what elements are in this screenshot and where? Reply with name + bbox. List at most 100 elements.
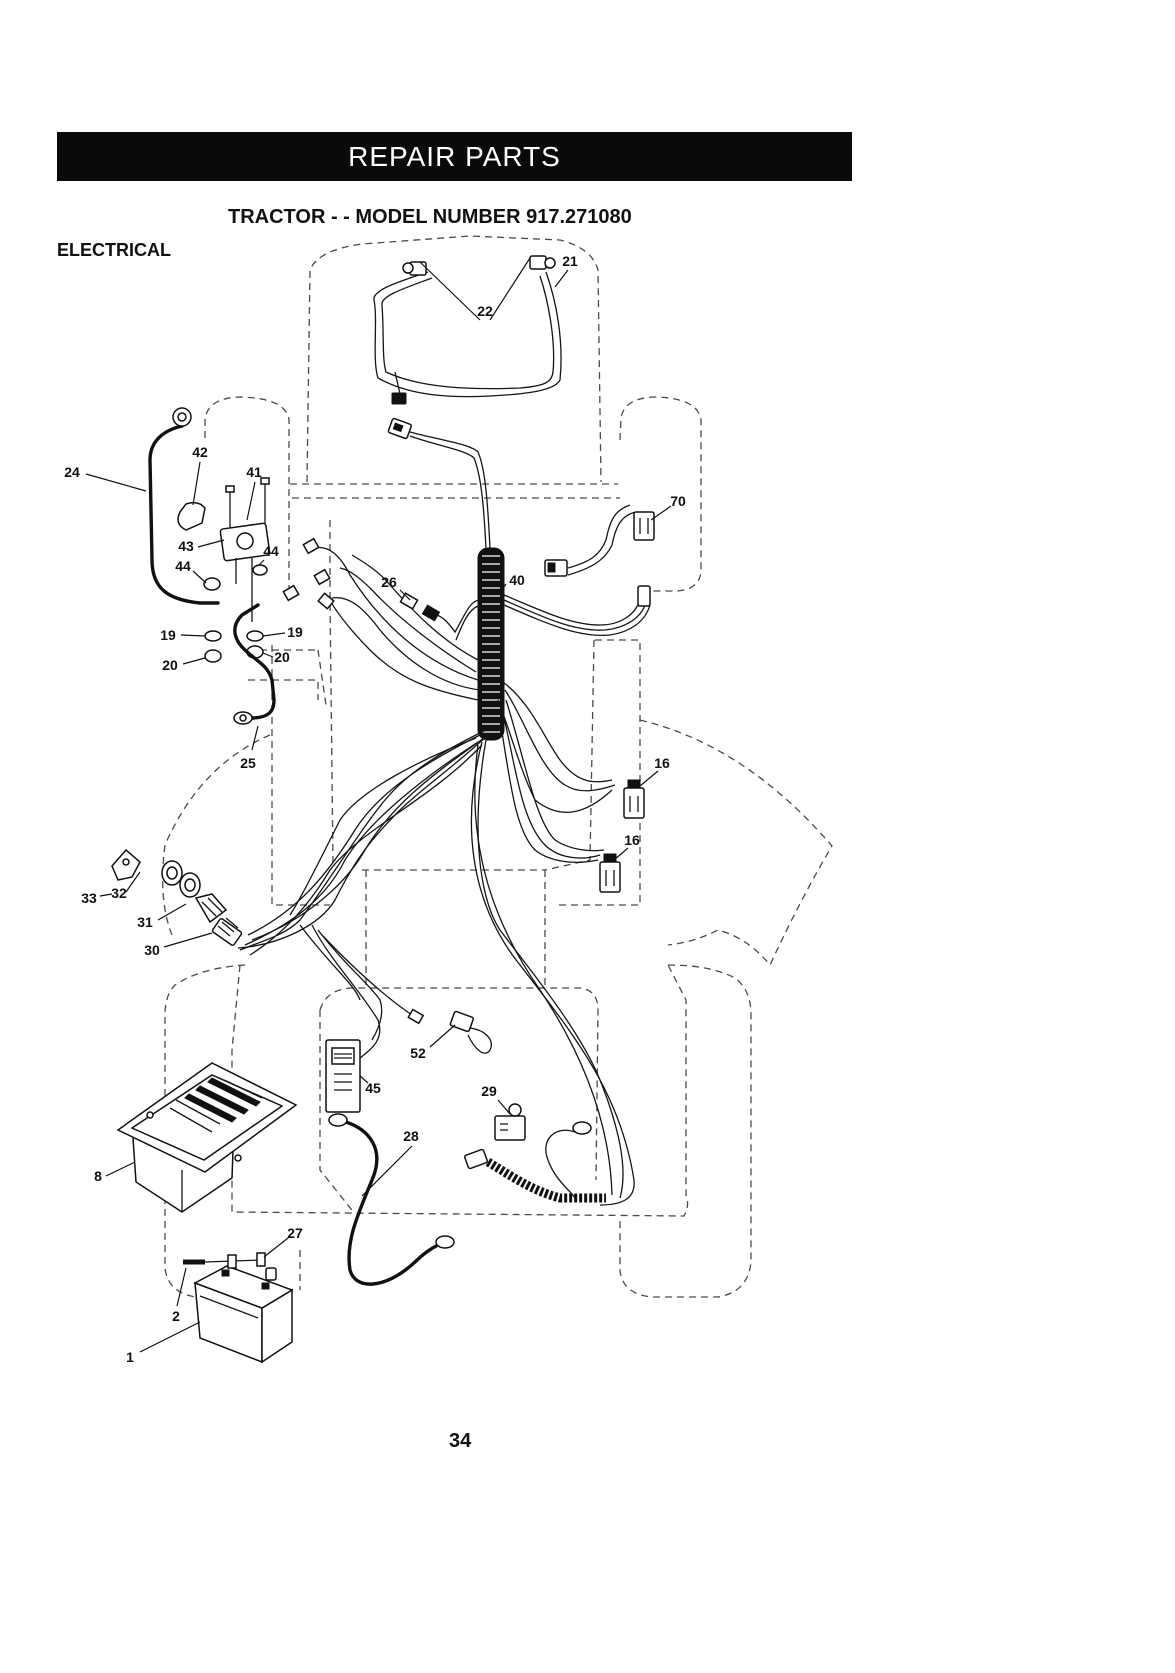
switch-29 (495, 1104, 525, 1140)
connector-16-body (600, 862, 620, 892)
coiled-cord (464, 1122, 606, 1198)
switch-29-body (495, 1116, 525, 1140)
front-harness-plug (388, 418, 490, 548)
battery-box-hole (147, 1112, 153, 1118)
front-left-wheel-outline (205, 397, 289, 600)
small-connector (408, 1010, 423, 1024)
connector-70 (634, 512, 654, 540)
front-plug-wire (410, 436, 486, 548)
battery-terminal (222, 1270, 229, 1276)
headlight-harness (374, 256, 561, 404)
right-front-wiring (504, 505, 654, 635)
battery-box-8 (118, 1063, 296, 1212)
battery-box-hole (235, 1155, 241, 1161)
front-connector (303, 539, 318, 554)
callout-labels: 22 21 24 42 41 43 44 44 19 20 19 20 26 4… (64, 253, 686, 1365)
bracket-42 (178, 503, 205, 530)
nut-27 (228, 1255, 236, 1268)
harness-strand (505, 690, 615, 791)
connector-16-lower (600, 854, 620, 892)
switch-52-wire (468, 1028, 491, 1053)
callout-44-left: 44 (175, 558, 191, 574)
cable-25 (234, 605, 274, 724)
front-connector (283, 586, 298, 601)
front-plug-wire (410, 432, 490, 548)
callout-33: 33 (81, 890, 97, 906)
headlight-plug-wire (395, 372, 400, 394)
right-connector (638, 586, 650, 606)
ring-terminal-hole (178, 413, 186, 421)
connector-16-tab (604, 854, 616, 862)
harness-strand (498, 700, 612, 812)
harness-strand (500, 680, 612, 782)
callout-19-right: 19 (287, 624, 303, 640)
connector-26-plug (400, 593, 417, 609)
hood-outline (307, 236, 601, 482)
callout-21: 21 (562, 253, 578, 269)
harness-strand (238, 735, 488, 948)
connector-body-latch (548, 563, 555, 572)
callout-20-right: 20 (274, 649, 290, 665)
ground-cable (346, 1122, 438, 1284)
ring-terminal (329, 1114, 347, 1126)
solenoid-terminal (237, 533, 253, 549)
cord-loop (546, 1130, 575, 1198)
coil-spring (488, 1162, 606, 1198)
callout-42: 42 (192, 444, 208, 460)
headlight-bulb-left (403, 263, 413, 273)
callout-19-left: 19 (160, 627, 176, 643)
switch-31 (196, 894, 226, 922)
harness-strand (332, 598, 480, 690)
callout-24: 24 (64, 464, 80, 480)
page-number: 34 (449, 1430, 471, 1453)
switch-29-plunger (509, 1104, 521, 1116)
callout-52: 52 (410, 1045, 426, 1061)
module-45 (326, 1040, 360, 1112)
solenoid-assembly (178, 478, 270, 662)
callout-8: 8 (94, 1168, 102, 1184)
ignition-switch-assembly (112, 850, 242, 946)
bolt-41 (230, 484, 265, 528)
callout-29: 29 (481, 1083, 497, 1099)
callout-1: 1 (126, 1349, 134, 1365)
callout-30: 30 (144, 942, 160, 958)
callout-45: 45 (365, 1080, 381, 1096)
connector-26-plug (422, 605, 439, 621)
nut-20-left (205, 650, 221, 662)
battery-terminal (262, 1283, 269, 1289)
seat-outline (362, 870, 545, 985)
harness-strand (340, 568, 476, 672)
washer-19-left (205, 631, 221, 641)
ground-cable-28 (329, 1114, 454, 1284)
ring-terminal (436, 1236, 454, 1248)
switch-52 (450, 1011, 491, 1053)
harness-strand (300, 925, 360, 1000)
bolt-41-head (226, 486, 234, 492)
callout-16-lower: 16 (624, 832, 640, 848)
connector-16-body (624, 788, 644, 818)
headlight-plug (392, 393, 406, 404)
connector-70-wire (568, 512, 636, 575)
callout-31: 31 (137, 914, 153, 930)
front-axle-line (290, 484, 620, 498)
front-right-wheel-outline (620, 397, 701, 591)
callout-22: 22 (477, 303, 493, 319)
callout-2: 2 (172, 1308, 180, 1324)
connector-16-tab (628, 780, 640, 788)
callout-28: 28 (403, 1128, 419, 1144)
harness-strand (318, 930, 382, 1040)
front-connector (318, 593, 334, 608)
headlight-bulb-right (545, 258, 555, 268)
module-45-face (332, 1048, 354, 1064)
cable (235, 605, 274, 718)
callout-16-upper: 16 (654, 755, 670, 771)
callout-43: 43 (178, 538, 194, 554)
headlight-wire (382, 276, 554, 389)
key-hole (123, 859, 129, 865)
switch-52-body (450, 1011, 474, 1032)
wire-loom-coil (478, 548, 504, 740)
harness-strand (312, 925, 380, 1058)
front-connector (314, 570, 329, 585)
